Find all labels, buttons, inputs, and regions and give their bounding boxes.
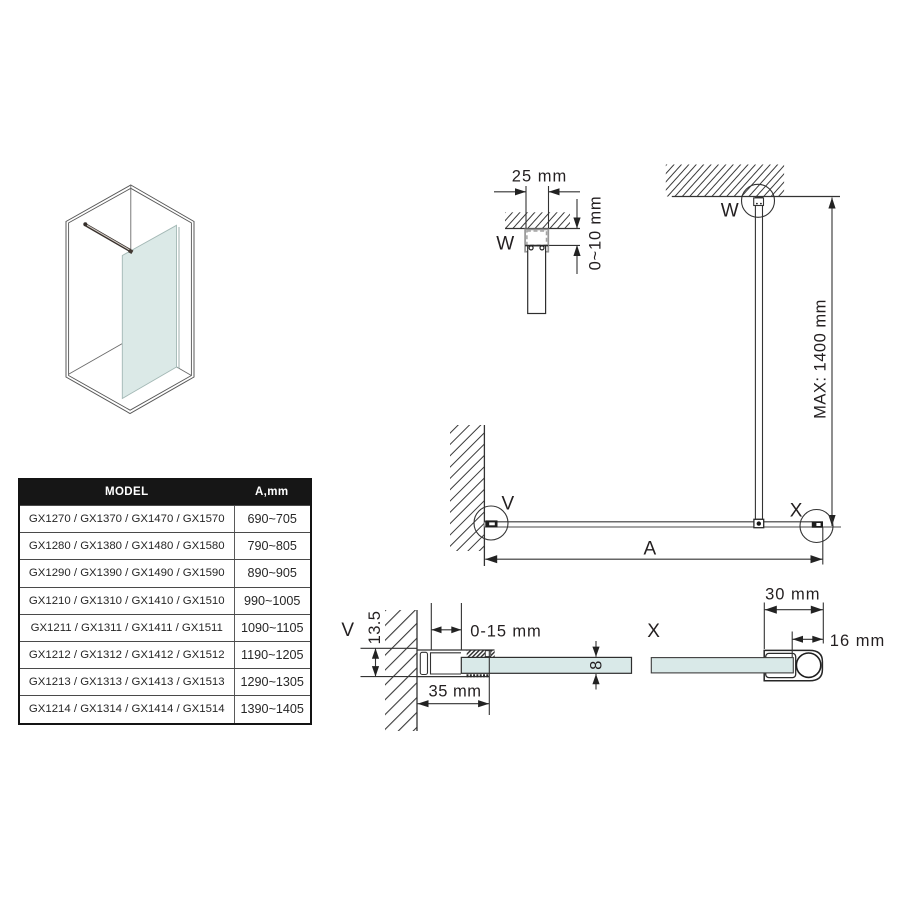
svg-text:MAX: 1400 mm: MAX: 1400 mm [811, 299, 829, 419]
svg-text:W: W [721, 201, 739, 222]
svg-text:25 mm: 25 mm [512, 167, 567, 185]
svg-text:0~10 mm: 0~10 mm [586, 196, 604, 271]
svg-text:V: V [502, 494, 515, 515]
svg-text:X: X [790, 500, 803, 521]
svg-text:35 mm: 35 mm [429, 682, 482, 700]
svg-text:13.5: 13.5 [366, 611, 384, 645]
svg-text:W: W [496, 234, 514, 255]
svg-text:X: X [647, 621, 660, 642]
svg-text:8: 8 [587, 661, 605, 670]
svg-text:V: V [341, 620, 354, 641]
svg-text:A: A [644, 539, 657, 560]
svg-text:0-15 mm: 0-15 mm [470, 623, 541, 641]
svg-text:30 mm: 30 mm [765, 586, 820, 604]
svg-text:16 mm: 16 mm [830, 632, 885, 650]
